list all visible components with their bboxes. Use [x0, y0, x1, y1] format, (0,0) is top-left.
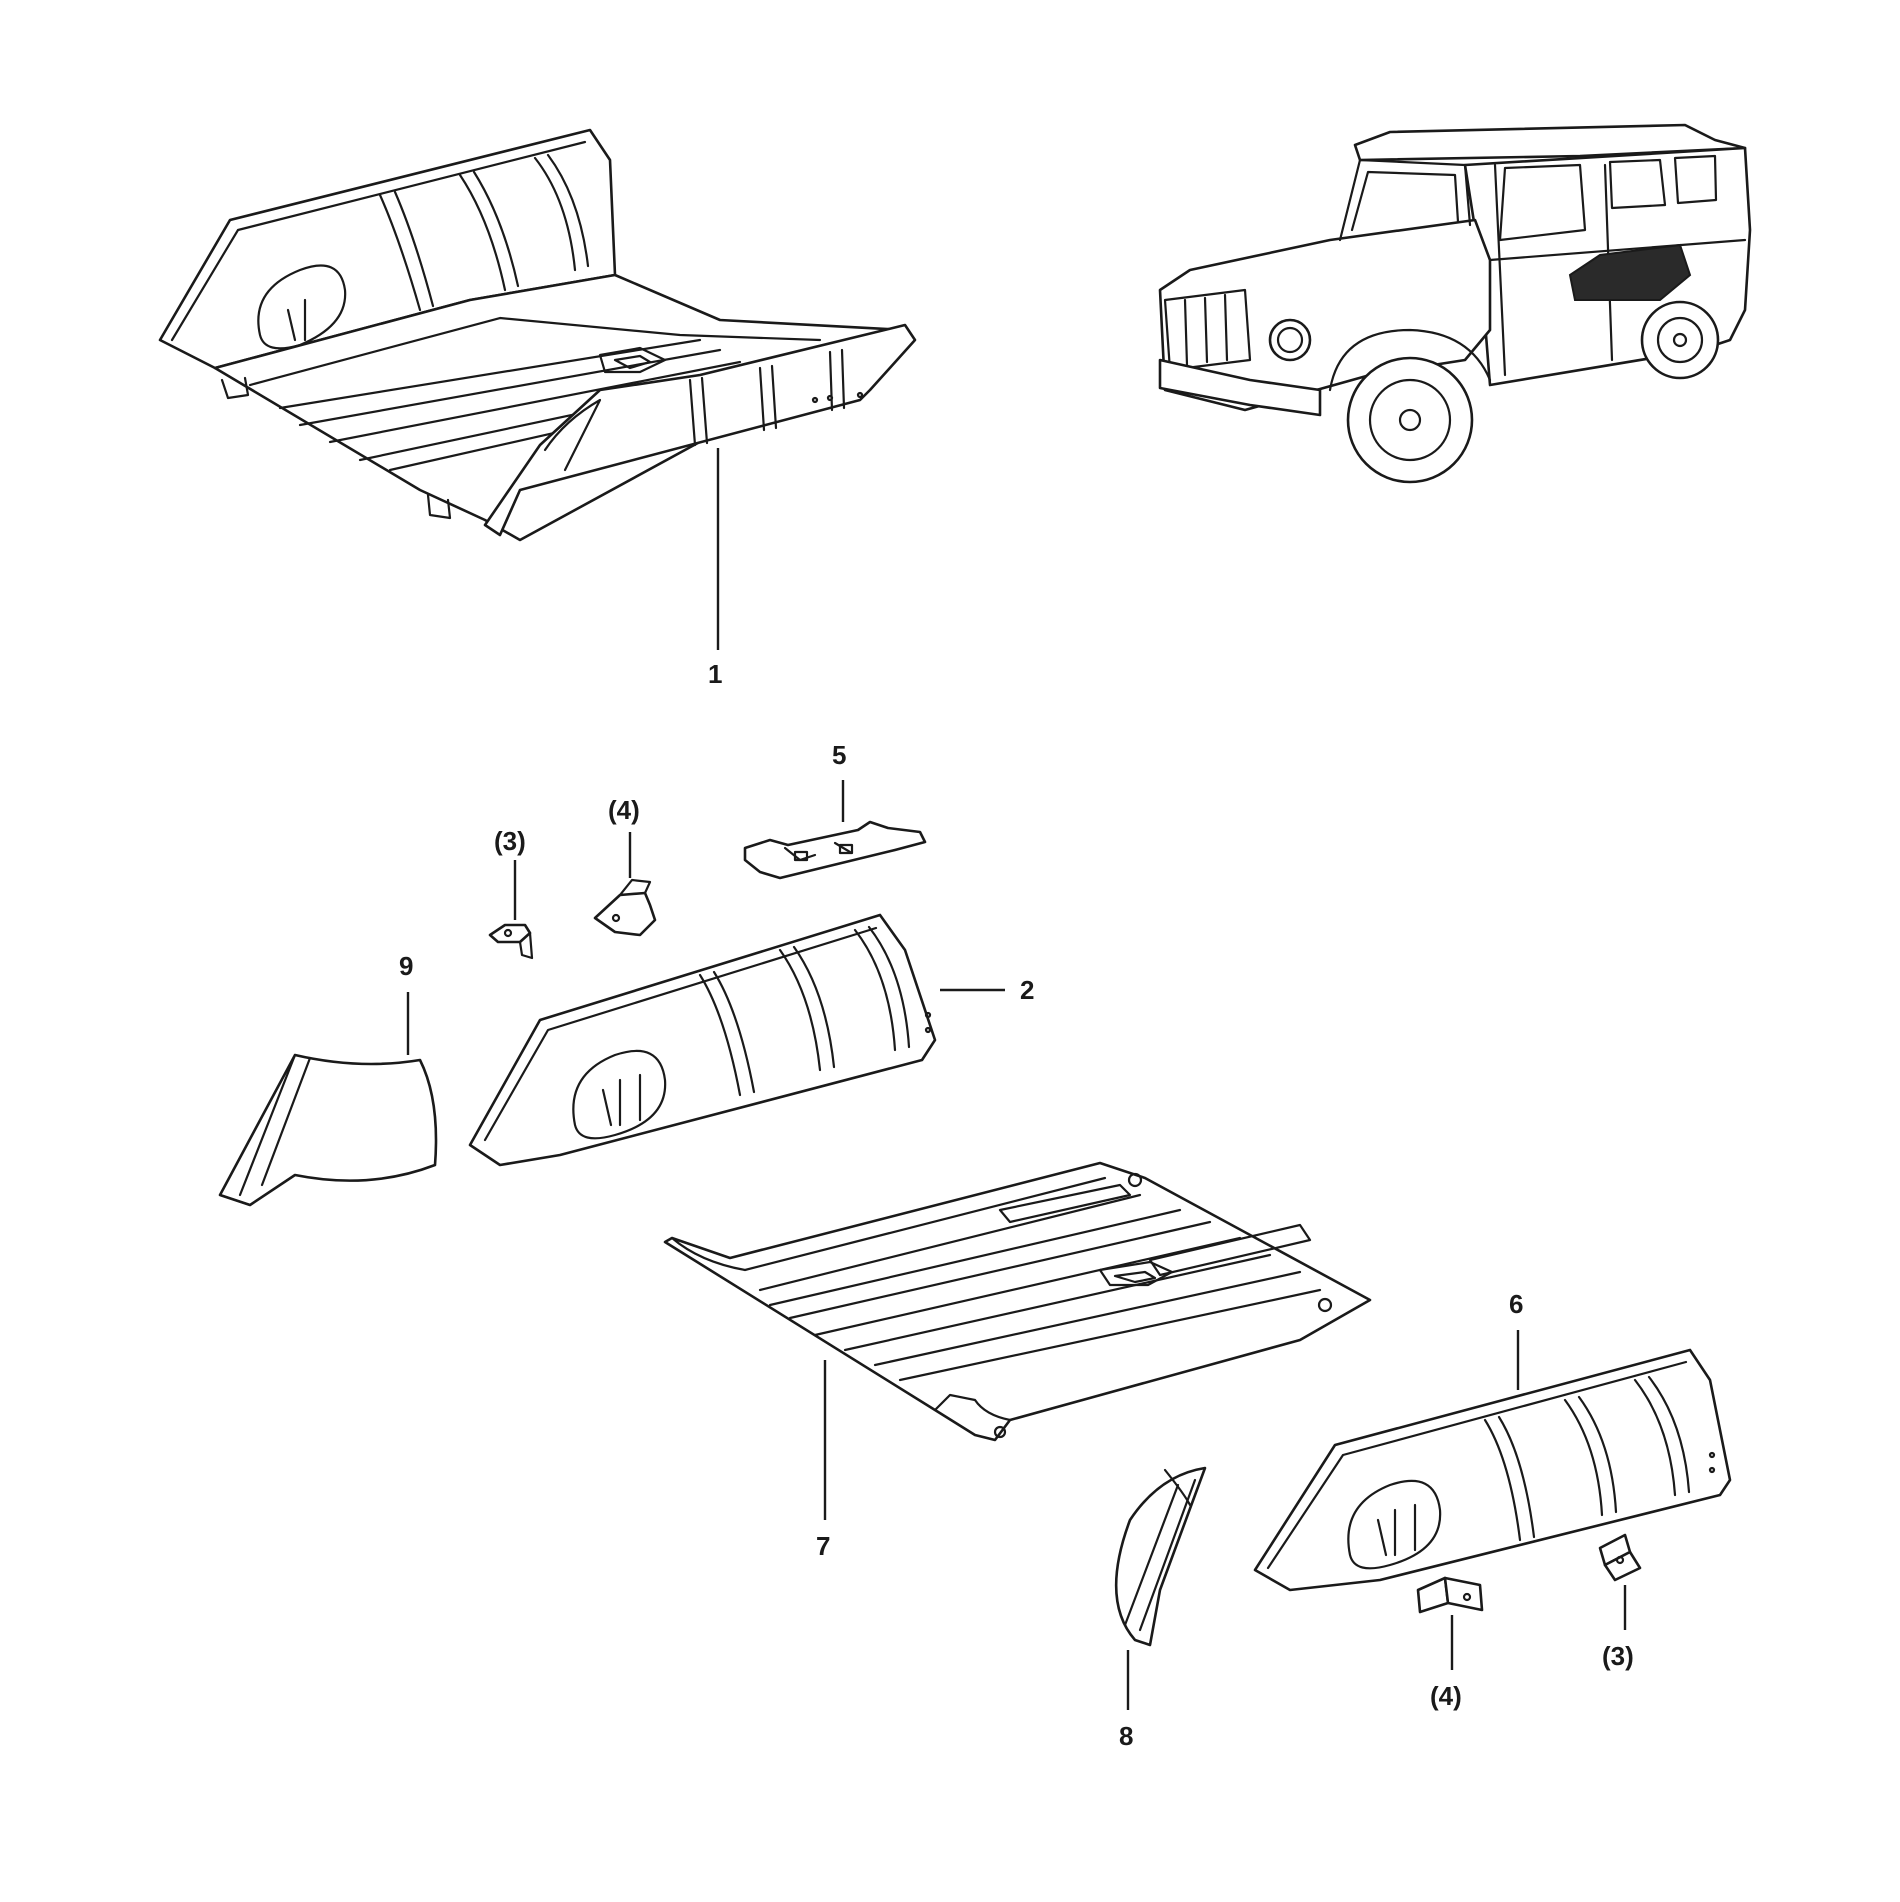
part-3-bracket-lower — [1598, 1533, 1642, 1582]
part-9-left-corner — [218, 1053, 438, 1207]
callout-3b: (3) — [1602, 1641, 1634, 1671]
part-2-left-wheelhouse — [468, 913, 937, 1167]
part-6-right-wheelhouse — [1253, 1348, 1732, 1592]
callout-8: 8 — [1119, 1721, 1133, 1751]
part-7-floor-pan — [663, 1161, 1372, 1442]
part-3-bracket-upper — [488, 923, 534, 960]
part-8-right-corner — [1114, 1466, 1207, 1647]
callout-5: 5 — [832, 740, 846, 770]
callout-3a: (3) — [494, 826, 526, 856]
highlighted-panel — [1568, 243, 1692, 301]
callout-7: 7 — [816, 1531, 830, 1561]
vehicle-illustration — [1158, 123, 1752, 484]
callout-1: 1 — [708, 659, 722, 689]
callout-9: 9 — [399, 951, 413, 981]
part-4-bracket-lower — [1416, 1576, 1484, 1614]
part-5-plate — [743, 820, 927, 880]
callout-2: 2 — [1020, 975, 1034, 1005]
callout-6: 6 — [1509, 1289, 1523, 1319]
part-4-bracket-upper — [593, 878, 657, 937]
rear-floor-assembly — [158, 128, 917, 542]
callout-4a: (4) — [608, 795, 640, 825]
callout-4b: (4) — [1430, 1681, 1462, 1711]
